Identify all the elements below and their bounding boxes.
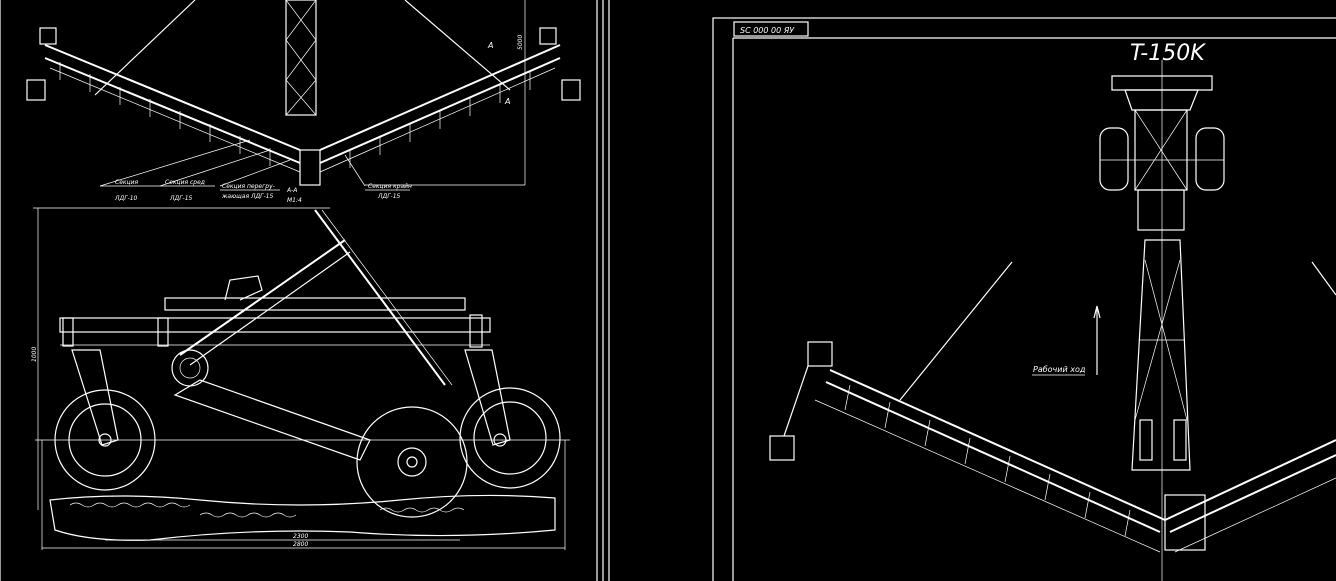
tractor-plan-view: T-150K Рабочий ход [769,41,1336,581]
harrow-teeth-right-sheet [844,384,1131,537]
drawing-stamp: SC 000 00 ЯУ [733,21,809,37]
dim-2300: 2300 [293,533,308,540]
cut-mark-a1: А [487,41,493,50]
label-section2: Секция сред [165,179,205,186]
label-section3b: жающая ЛДГ-15 [221,193,274,200]
label-section4: Секция крайн [368,183,412,190]
harrow-teeth-left [59,62,271,166]
harrow-teeth-right [349,72,531,168]
label-section-aa: А-А [286,187,297,194]
side-view-bottom-left: 2800 2300 1000 [31,207,570,550]
label-section-aa-scale: М1:4 [287,197,302,204]
svg-text:5000: 5000 [517,35,524,50]
dim-1000: 1000 [31,347,38,362]
label-section4-code: ЛДГ-15 [377,193,401,200]
label-section1-code: ЛДГ-10 [114,195,138,202]
label-section3: Секция перегру- [222,183,275,190]
drawing-title: T-150K [1130,41,1206,66]
label-section2-code: ЛДГ-15 [169,195,193,202]
plan-view-top-left: 5000 А А Секция ЛДГ-10 Секция сред ЛДГ-1… [26,0,581,204]
label-section1: Секция [115,179,138,186]
cut-mark-a2: А [504,97,510,106]
dim-2800: 2800 [293,541,308,548]
work-direction-label: Рабочий ход [1033,365,1086,374]
stamp-text: SC 000 00 ЯУ [740,26,795,35]
